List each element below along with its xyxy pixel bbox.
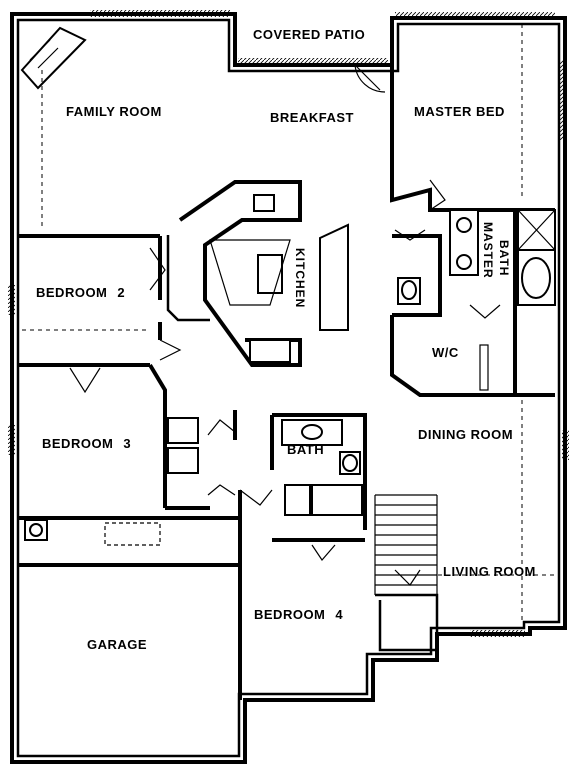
exterior-walls <box>10 12 567 764</box>
room-label-master-bath-1: MASTER <box>481 222 495 279</box>
bedroom-4-text: BEDROOM <box>254 607 326 622</box>
covered-patio <box>233 14 394 65</box>
room-label-family-room: FAMILY ROOM <box>66 104 162 119</box>
stairs <box>374 494 439 652</box>
room-label-living-room: LIVING ROOM <box>443 564 536 579</box>
fireplace <box>20 26 87 90</box>
room-label-wic: W/C <box>432 345 459 360</box>
room-label-master-bed: MASTER BED <box>414 104 505 119</box>
bedroom-2-number: 2 <box>117 285 126 300</box>
room-label-breakfast: BREAKFAST <box>270 110 354 125</box>
hall-bath-fixtures <box>167 417 363 516</box>
master-bath-fixtures <box>397 209 556 391</box>
room-label-bedroom-2: BEDROOM 2 <box>36 285 125 300</box>
bedroom-2-text: BEDROOM <box>36 285 108 300</box>
room-label-bedroom-3: BEDROOM 3 <box>42 436 131 451</box>
room-label-master-bath-2: BATH <box>497 240 511 277</box>
interior-walls <box>18 65 555 700</box>
bedroom-3-number: 3 <box>123 436 132 451</box>
bedroom-3-text: BEDROOM <box>42 436 114 451</box>
room-label-bedroom-4: BEDROOM 4 <box>254 607 343 622</box>
room-label-covered-patio: COVERED PATIO <box>253 27 366 42</box>
window-hatches <box>8 10 569 637</box>
room-label-garage: GARAGE <box>87 637 148 652</box>
room-label-bath: BATH <box>287 442 325 457</box>
room-label-dining-room: DINING ROOM <box>418 427 514 442</box>
kitchen-fixtures <box>209 194 349 363</box>
room-label-kitchen: KITCHEN <box>293 248 307 309</box>
garage-details <box>24 519 161 546</box>
bedroom-4-number: 4 <box>335 607 344 622</box>
